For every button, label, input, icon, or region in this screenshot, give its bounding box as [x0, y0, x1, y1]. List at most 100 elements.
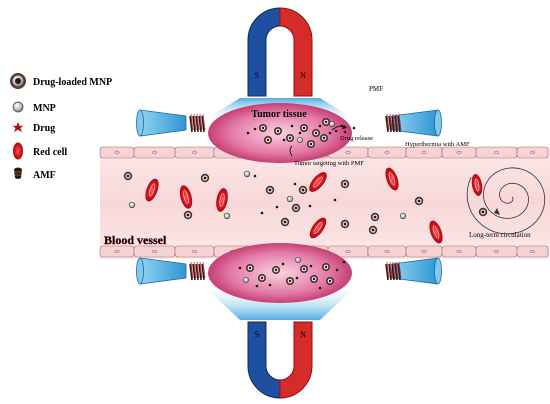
drug-loaded-mnp-icon: [274, 127, 282, 135]
endothelial-cell: [475, 245, 518, 258]
amf-coil-icon: [201, 263, 205, 281]
drug-icon: [238, 266, 242, 270]
drug-loaded-mnp-icon: [414, 196, 424, 206]
amf-device: [385, 257, 442, 285]
cell-nucleus: [192, 150, 197, 155]
legend-item-red-cell: Red cell: [13, 142, 67, 160]
red-cell-highlight: [388, 172, 396, 186]
hyperthermia-label: Hyperthermia with AMF: [405, 141, 470, 148]
drug-loaded-mnp-icon: [370, 212, 380, 222]
mnp-icon: [12, 101, 24, 113]
drug-release-label: Drug release: [340, 135, 373, 142]
drug-icon: [253, 127, 257, 131]
drug-icon: [260, 211, 264, 215]
amf-cone-face: [136, 109, 144, 137]
mnp-icon: [295, 257, 301, 263]
tumor-tissue-label: Tumor tissue: [251, 109, 307, 120]
legend-item-mnp: MNP: [12, 101, 56, 114]
amf-coil-icon: [192, 115, 196, 133]
drug-icon: [253, 174, 257, 178]
amf-coil-wire: [190, 261, 194, 279]
red-cell-highlight: [432, 225, 440, 239]
red-cell-highlight: [219, 193, 225, 207]
cell-nucleus: [421, 150, 427, 155]
cell-nucleus: [192, 249, 197, 254]
red-cell-icon: [13, 142, 23, 160]
drug-icon: [333, 198, 337, 202]
amf-coil-icon: [189, 115, 193, 133]
drug-loaded-mnp-icon: [123, 171, 133, 181]
legend-label: Red cell: [33, 147, 67, 158]
drug-icon: [352, 126, 356, 130]
mnp-icon: [128, 201, 136, 209]
endothelial-cell: [441, 146, 477, 159]
targeting-arrow-icon: [289, 145, 293, 157]
red-cell-icon: [179, 185, 193, 209]
red-cell-highlight: [148, 183, 156, 197]
endothelial-cell: [367, 245, 407, 258]
amf-coil-icon: [391, 263, 395, 281]
drug-loaded-mnp-icon: [286, 277, 294, 285]
amf-coil-wire: [395, 261, 399, 279]
amf-coil-icon: [394, 263, 398, 281]
mnp-icon: [286, 195, 294, 203]
drug-loaded-mnp-icon: [326, 277, 334, 285]
amf-coil-wire: [389, 113, 393, 131]
red-cell-icon: [216, 188, 228, 212]
tumor-tissue-bottom: [208, 243, 352, 303]
drug-icon: [343, 130, 347, 134]
legend-item-amf: AMF: [14, 167, 56, 181]
drug-loaded-mnp-icon: [298, 185, 308, 195]
amf-coil-wire: [392, 113, 396, 131]
mnp-icon: [329, 121, 335, 127]
drug-loaded-mnp-icon: [368, 225, 378, 235]
cell-nucleus: [494, 150, 499, 155]
cell-nucleus: [456, 150, 462, 155]
drug-icon: [275, 205, 279, 209]
endothelial-cell: [405, 146, 443, 159]
magnet-bottom-north-arm: [279, 321, 313, 399]
drug-icon: [335, 268, 339, 272]
legend-label: Drug: [33, 123, 55, 134]
amf-coil-icon: [388, 115, 392, 133]
red-cell-icon: [429, 220, 443, 244]
circulation-arrow-head-icon: [494, 208, 500, 215]
drug-loaded-mnp-icon: [246, 264, 254, 272]
endothelial-cell: [475, 146, 518, 159]
endothelial-cell: [99, 146, 135, 159]
amf-coil-wire: [202, 261, 206, 279]
cell-nucleus: [530, 249, 535, 254]
legend-item-drug-loaded-mnp: Drug-loaded MNP: [10, 73, 112, 89]
long-term-circulation-label: Long-term circulation: [469, 231, 531, 239]
red-cell-icon: [471, 174, 483, 196]
endothelial-cell: [174, 146, 215, 159]
endothelial-cell: [405, 245, 443, 258]
magnet-top-north-arm: [279, 7, 313, 97]
drug-loaded-mnp-icon: [258, 274, 266, 282]
drug-release-arrowhead-icon: [342, 125, 347, 129]
mnp-icon: [243, 277, 249, 283]
legend-label: MNP: [33, 103, 56, 114]
drug-icon: [268, 283, 272, 287]
amf-cone-face: [434, 109, 442, 137]
amf-cone-face: [136, 257, 144, 285]
drug-icon: [298, 131, 302, 135]
cell-nucleus: [152, 249, 157, 254]
amf-coil-icon: [388, 263, 392, 281]
blood-vessel-label: Blood vessel: [104, 233, 167, 247]
cell-nucleus: [456, 249, 462, 254]
amf-coil-wire: [196, 261, 200, 279]
drug-loaded-mnp-icon: [10, 73, 26, 89]
red-cell-highlight: [183, 190, 189, 204]
amf-coil-icon: [189, 263, 193, 281]
drug-loaded-mnp-icon: [300, 124, 308, 132]
magnet-bottom-n-label: N: [300, 330, 306, 339]
drug-loaded-mnp-icon: [183, 210, 193, 220]
amf-coil-icon: [198, 263, 202, 281]
cell-nucleus: [114, 150, 120, 155]
amf-coil-icon: [391, 115, 395, 133]
mnp-icon: [223, 212, 231, 220]
magnet-top-n-label: N: [300, 71, 306, 80]
drug-icon: [308, 204, 312, 208]
